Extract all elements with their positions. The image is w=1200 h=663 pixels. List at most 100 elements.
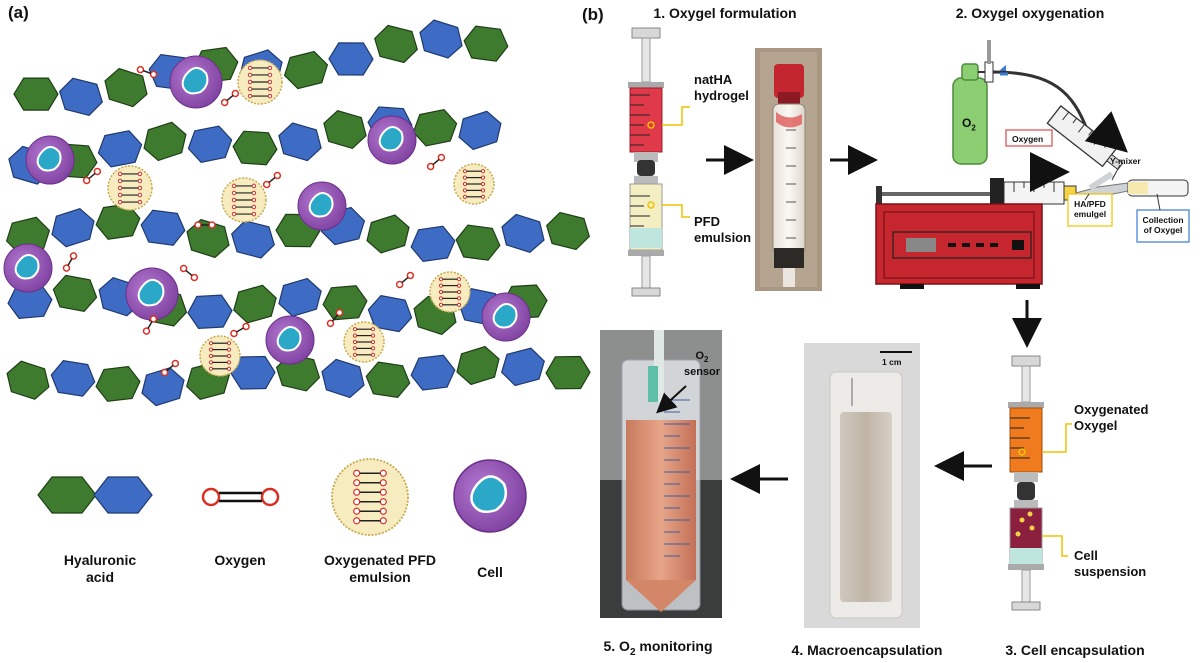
hyaluronic-acid-unit	[545, 355, 591, 390]
oxygen-molecule-icon	[62, 252, 78, 272]
hyaluronic-acid-unit	[186, 218, 230, 259]
oxygen-molecule-icon	[395, 271, 415, 289]
hyaluronic-acid-unit	[141, 367, 185, 407]
emulsion-oxygen-dot	[208, 353, 214, 359]
emulsion-oxygen-dot	[247, 72, 253, 78]
cell-suspension-label: Cell suspension	[1074, 548, 1147, 579]
emulsion-oxygen-dot	[231, 197, 237, 203]
emulsion-oxygen-dot	[226, 366, 232, 371]
emulsion-oxygen-dot	[456, 296, 462, 301]
oxygen-molecule-icon	[142, 315, 158, 335]
hyaluronic-acid-unit	[419, 19, 463, 59]
hyaluronic-acid-unit	[104, 67, 148, 108]
emulsion-oxygen-dot	[251, 190, 257, 196]
emulsion-oxygen-dot	[456, 302, 462, 307]
oxygel-label: Oxygenated Oxygel	[1074, 402, 1149, 433]
emulsion-oxygen-dot	[137, 171, 143, 177]
step4-title: 4. Macroencapsulation	[791, 642, 943, 658]
emulsion-oxygen-dot	[231, 211, 237, 217]
hydrogel-label: natHA hydrogel	[694, 72, 749, 103]
hyaluronic-acid-unit	[231, 220, 275, 259]
hyaluronic-acid-unit	[278, 277, 322, 317]
emulsion-oxygen-dot	[117, 178, 123, 184]
hyaluronic-acid-unit	[140, 209, 186, 246]
emulsion-oxygen-dot	[438, 302, 444, 307]
panel-a-label: (a)	[8, 3, 29, 22]
oxygen-molecule-icon	[262, 171, 282, 189]
oxygen-molecule-icon	[179, 264, 199, 282]
legend-pfd-emulsion-label: Oxygenated PFD emulsion	[323, 552, 437, 585]
hyaluronic-acid-unit	[456, 345, 500, 386]
emulsion-oxygen-dot	[117, 192, 123, 198]
hyaluronic-acid-unit	[232, 130, 278, 166]
legend-cell-label: Cell	[477, 564, 503, 580]
hyaluronic-acid-unit	[322, 285, 368, 321]
emulsion-oxygen-dot	[267, 86, 273, 92]
oxygen-tank-icon	[952, 40, 1090, 165]
emulsion-oxygen-dot	[247, 93, 253, 99]
emulsion-oxygen-dot	[438, 289, 444, 295]
hyaluronic-acid-unit	[458, 110, 502, 151]
emulsion-oxygen-dot	[117, 185, 123, 191]
oxygen-molecule-icon	[136, 65, 158, 79]
emulsion-oxygen-dot	[208, 347, 214, 352]
collection-box-label: Collection of Oxygel	[1142, 215, 1184, 235]
emulsion-oxygen-dot	[117, 199, 123, 205]
emulsion-oxygen-dot	[208, 341, 214, 346]
step1-syringe-photo	[755, 48, 822, 291]
hydrogel-network-illustration	[3, 19, 591, 407]
emulsion-oxygen-dot	[352, 333, 358, 338]
emulsion-oxygen-dot	[352, 327, 358, 332]
emulsion-oxygen-dot	[370, 339, 376, 345]
emulsion-oxygen-dot	[370, 352, 376, 357]
cell-nucleus	[276, 326, 302, 352]
hyaluronic-acid-unit	[6, 360, 50, 400]
legend-pfd-emulsion-icon	[331, 458, 409, 536]
hyaluronic-acid-unit	[501, 347, 545, 387]
step1-title: 1. Oxygel formulation	[653, 5, 797, 21]
emulsion-oxygen-dot	[208, 360, 214, 365]
hyaluronic-acid-unit	[95, 365, 141, 402]
emulsion-oxygen-dot	[137, 185, 143, 191]
hyaluronic-acid-unit	[366, 214, 410, 254]
collection-pointer	[1156, 193, 1161, 211]
emulsion-oxygen-dot	[251, 197, 257, 203]
step2-title: 2. Oxygel oxygenation	[955, 5, 1105, 21]
emulsion-oxygen-dot	[456, 289, 462, 295]
oxygen-molecule-icon	[194, 221, 216, 229]
oxygen-molecule-icon	[230, 322, 250, 338]
emulsion-oxygen-dot	[480, 175, 486, 180]
emulsion-oxygen-dot	[267, 93, 273, 99]
oxygen-molecule-icon	[326, 308, 344, 328]
emulgel-pointer	[1084, 193, 1090, 201]
emulsion-oxygen-dot	[480, 194, 486, 199]
emulsion-oxygen-dot	[456, 283, 462, 288]
emulsion-oxygen-dot	[226, 341, 232, 346]
emulsion-oxygen-dot	[352, 346, 358, 351]
hyaluronic-acid-unit	[546, 211, 590, 251]
hyaluronic-acid-unit	[328, 42, 374, 76]
hyaluronic-acid-unit	[321, 358, 365, 399]
emulgel-box-label: HA/PFD emulgel	[1073, 199, 1107, 219]
hyaluronic-acid-unit	[283, 50, 329, 90]
emulsion-oxygen-dot	[438, 277, 444, 282]
y-mixer-label: Y-mixer	[1110, 156, 1141, 166]
emulsion-oxygen-dot	[267, 65, 273, 71]
oxygen-label-box	[1005, 129, 1053, 147]
cell-nucleus	[308, 192, 334, 218]
emulsion-oxygen-dot	[247, 79, 253, 85]
emulsion-oxygen-dot	[462, 181, 468, 187]
emulsion-oxygen-dot	[267, 79, 273, 85]
emulsion-oxygen-dot	[462, 194, 468, 199]
emulsion-oxygen-dot	[247, 86, 253, 92]
hyaluronic-acid-unit	[463, 25, 509, 62]
hyaluronic-acid-unit	[374, 24, 418, 64]
emulsion-oxygen-dot	[251, 211, 257, 217]
emulsion-oxygen-dot	[231, 183, 237, 189]
emulsion-oxygen-dot	[456, 277, 462, 282]
hyaluronic-acid-unit	[51, 208, 95, 248]
emulsion-oxygen-dot	[117, 171, 123, 177]
hyaluronic-acid-unit	[501, 213, 545, 253]
collection-label-box	[1136, 209, 1190, 243]
